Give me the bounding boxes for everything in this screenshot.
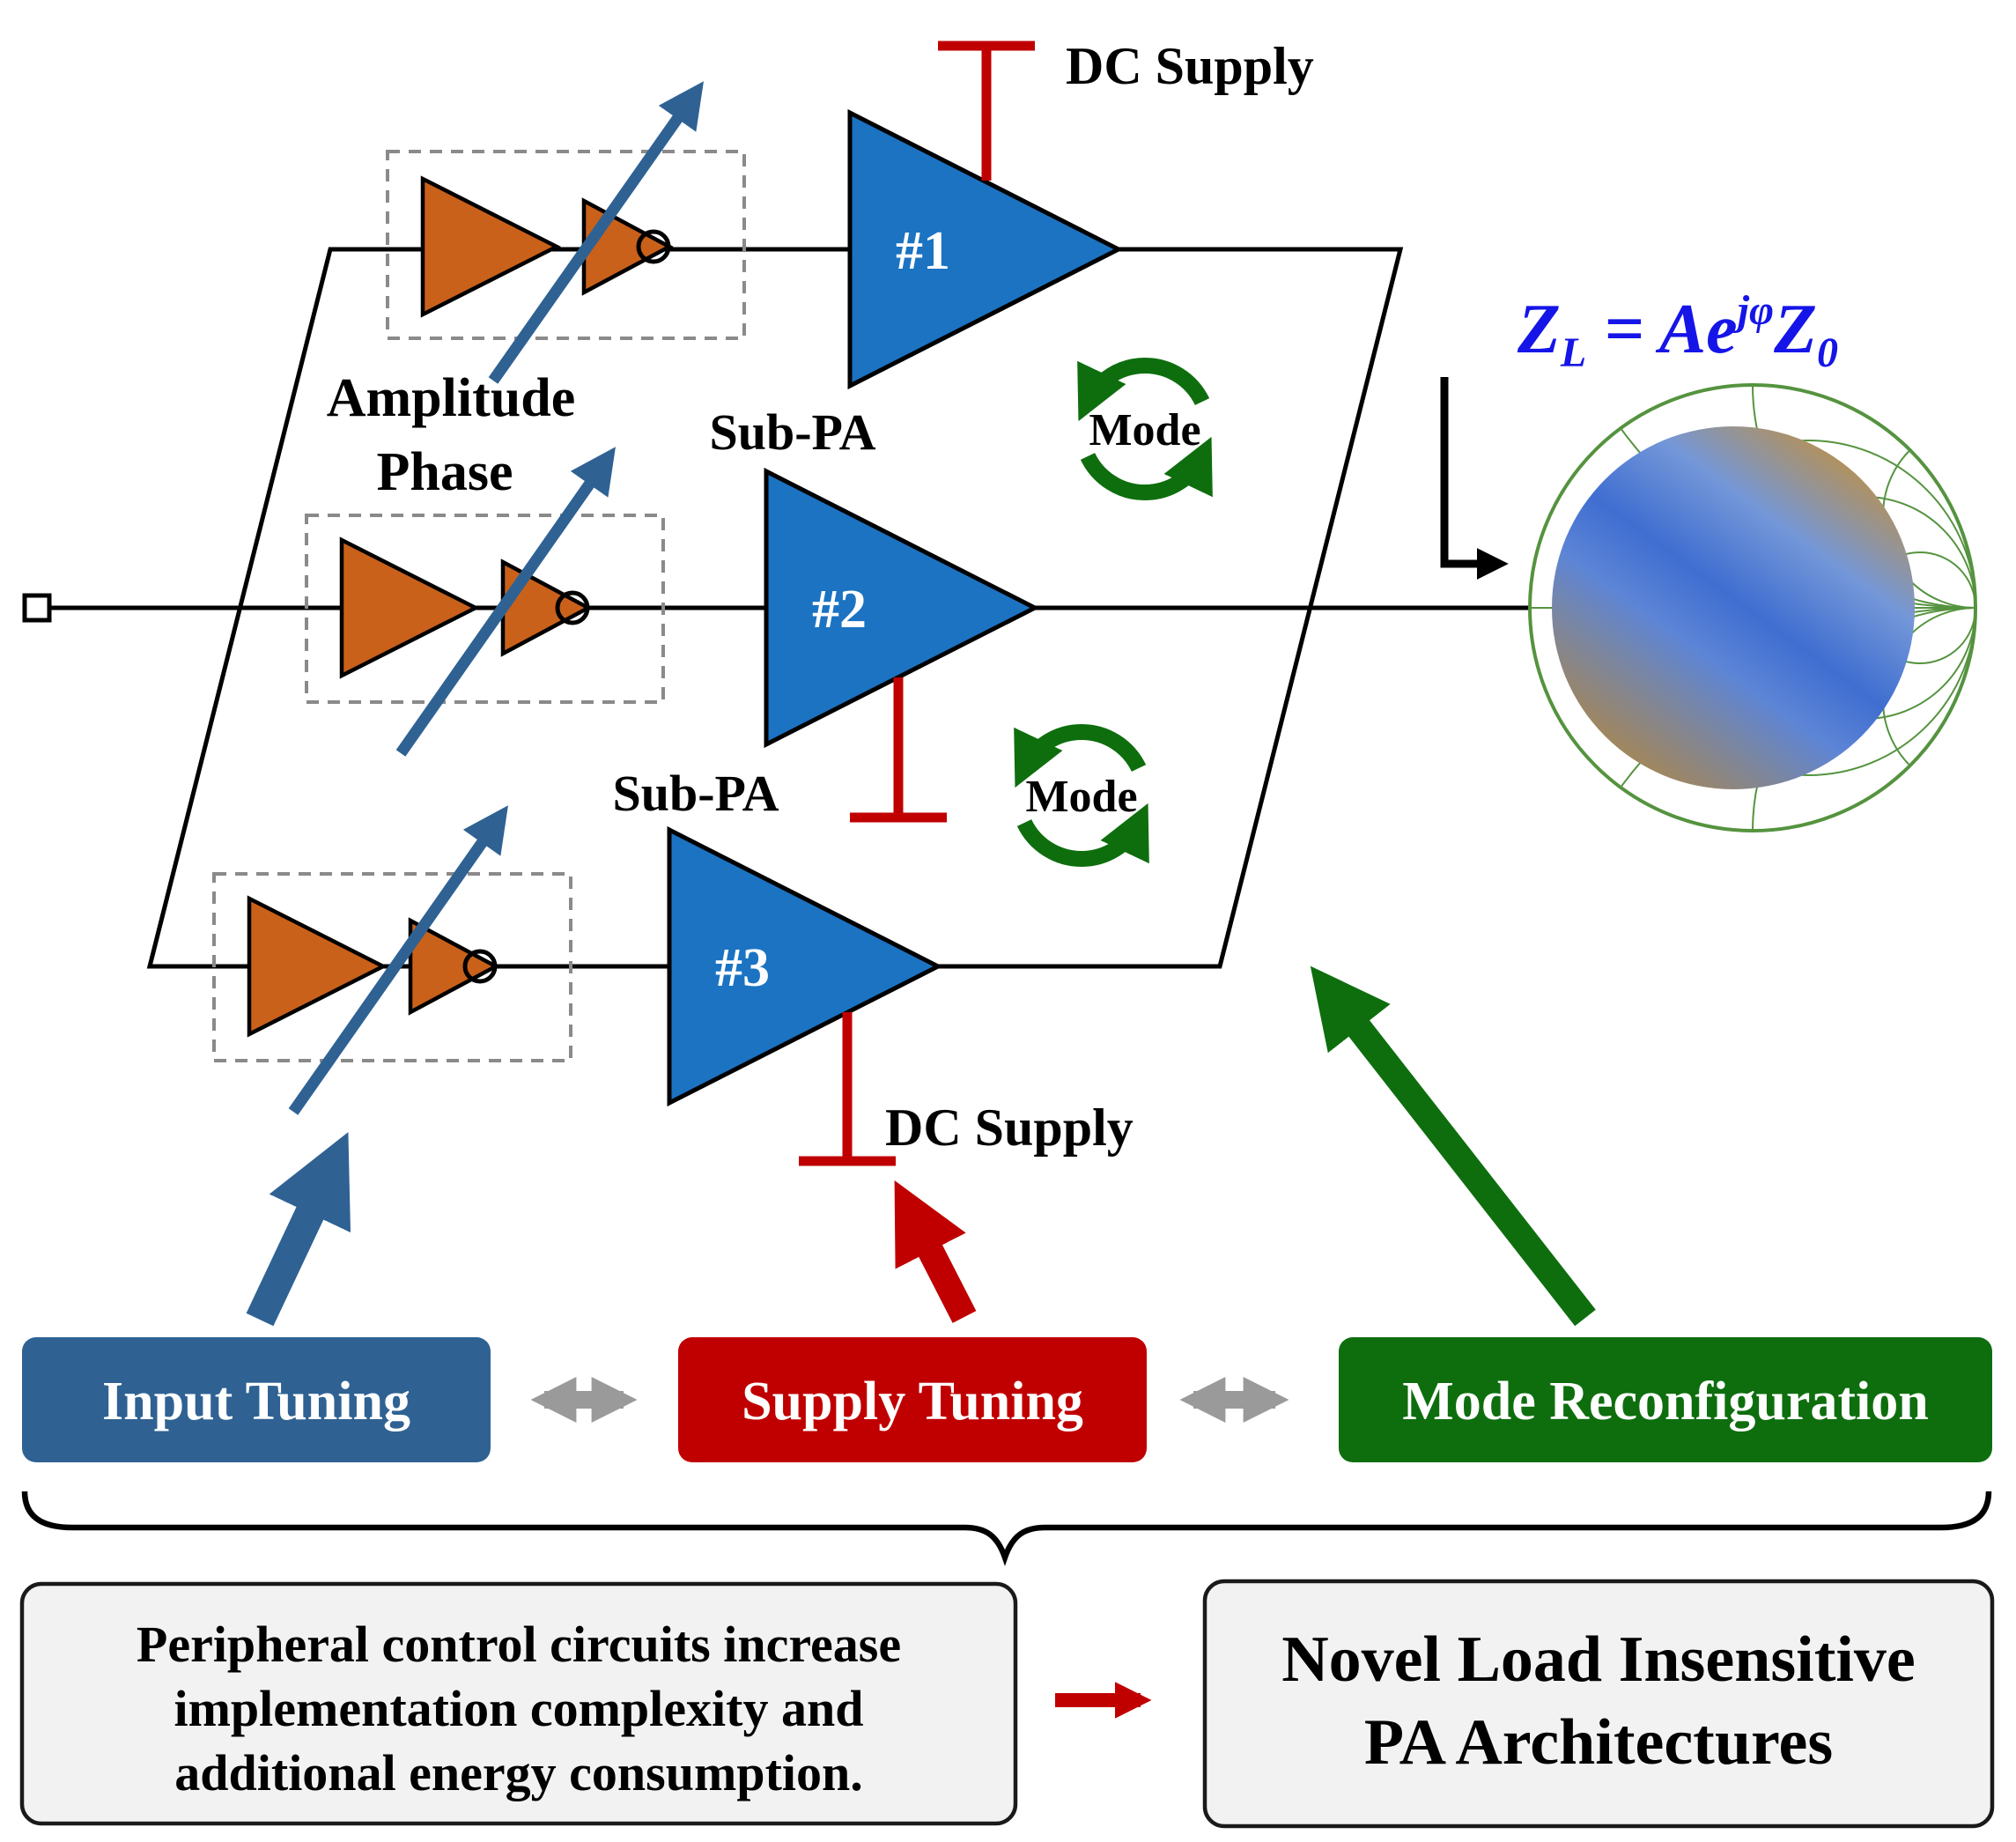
amplitude-label: Amplitude — [327, 368, 575, 428]
mode-cycle-icon-2 — [1014, 724, 1149, 867]
input-tuning-cell-2 — [305, 447, 665, 757]
dc-supply-2-symbol — [850, 677, 947, 823]
sub-pa-2-number: #2 — [812, 580, 867, 640]
phase-shifter-circle-icon — [462, 949, 498, 984]
mode-cycle-icon-1 — [1077, 358, 1213, 500]
mode-reconfig-arrow — [1310, 965, 1596, 1327]
mode-reconfiguration-label: Mode Reconfiguration — [1402, 1372, 1929, 1431]
smith-chart — [1528, 383, 1977, 832]
phase-shifter-icon — [408, 917, 500, 1016]
supply-tuning-arrow — [894, 1180, 977, 1323]
impedance-ball — [1552, 426, 1915, 789]
sub-pa-2-triangle — [764, 467, 1040, 749]
input-tuning-cell-1 — [386, 81, 746, 384]
sub-pa-2-caption: Sub-PA — [709, 403, 875, 461]
summary-brace — [21, 1491, 1992, 1566]
tuning-arrow-icon — [488, 81, 704, 384]
variable-gain-amp-icon — [420, 175, 561, 318]
load-impedance-formula: ZL = AejφZ0 — [1517, 287, 1838, 376]
variable-gain-amp-icon — [247, 895, 388, 1038]
tuning-dashed-box — [386, 150, 746, 340]
phase-shifter-circle-icon — [636, 229, 671, 264]
dc-supply-1-symbol — [938, 41, 1035, 181]
sub-pa-1-triangle — [847, 108, 1124, 390]
tuning-arrow-icon — [288, 805, 508, 1115]
supply-tuning-label: Supply Tuning — [742, 1372, 1083, 1431]
mode-label-1: Mode — [1089, 405, 1200, 455]
tuning-dashed-box — [305, 514, 665, 704]
problem-text-line2: implementation complexity and — [174, 1680, 864, 1737]
sub-pa-3-number: #3 — [715, 938, 770, 998]
phase-shifter-circle-icon — [555, 590, 590, 625]
problem-text-line3: additional energy consumption. — [174, 1744, 863, 1801]
tuning-dashed-box — [212, 872, 572, 1062]
solution-box — [1202, 1579, 1995, 1829]
problem-box — [19, 1581, 1018, 1826]
input-tuning-label: Input Tuning — [102, 1372, 410, 1431]
phase-label: Phase — [377, 442, 513, 502]
supply-tuning-box — [678, 1337, 1147, 1462]
dc-supply-3-symbol — [799, 1012, 896, 1166]
problem-text-line1: Peripheral control circuits increase — [137, 1616, 901, 1673]
sub-pa-1-number: #1 — [896, 221, 950, 281]
input-tuning-box — [22, 1337, 491, 1462]
solution-text-line1: Novel Load Insensitive — [1281, 1624, 1916, 1696]
solution-text-line2: PA Architectures — [1364, 1706, 1833, 1779]
dc-supply-bottom-label: DC Supply — [885, 1099, 1134, 1157]
impedance-pointer-arrow — [1440, 377, 1509, 580]
sub-pa-3-caption: Sub-PA — [612, 765, 779, 822]
input-tuning-cell-3 — [212, 805, 572, 1115]
sub-pa-3-triangle — [667, 825, 943, 1107]
input-tuning-arrow — [246, 1132, 351, 1327]
mode-label-2: Mode — [1025, 772, 1137, 822]
mode-reconfiguration-box — [1339, 1337, 1992, 1462]
dc-supply-top-label: DC Supply — [1066, 37, 1314, 95]
rf-input-port — [22, 593, 52, 623]
variable-gain-amp-icon — [339, 536, 480, 679]
tuning-arrow-icon — [395, 447, 616, 757]
